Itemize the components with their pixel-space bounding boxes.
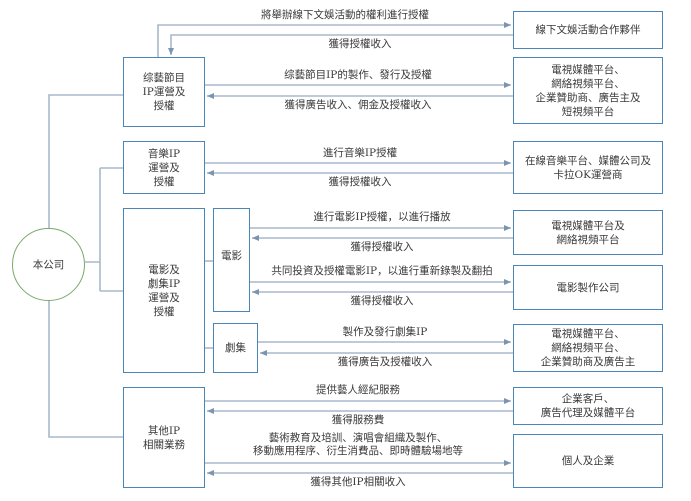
- flow-offline-in-line: [168, 34, 513, 55]
- company-label: 本公司: [32, 259, 65, 271]
- branch-music-film: [85, 167, 123, 292]
- partner-offline-events-label: 線下文娛活動合作夥伴: [535, 24, 641, 36]
- partner-corporate-clients-label: 企業客戶、 廣告代理及媒體平台: [540, 393, 636, 419]
- flow-drama-in-label: 獲得廣告及授權收入: [337, 356, 433, 368]
- partner-variety-platforms-box: 電視媒體平台、 網絡視頻平台、 企業贊助商、廣告主及 短視頻平台: [513, 57, 663, 124]
- flow-artist-in-label: 獲得服務費: [331, 414, 385, 426]
- flow-artist-out-label: 提供藝人經紀服務: [316, 384, 400, 396]
- segment-film-drama-box: 電影及 劇集IP 運營及 授權: [123, 208, 205, 373]
- segment-film-drama-label: 電影及 劇集IP 運營及 授權: [147, 263, 181, 318]
- segment-music-box: 音樂IP 運營及 授權: [123, 141, 205, 194]
- segment-drama-box: 劇集: [213, 323, 258, 373]
- flow-variety-in-label: 獲得廣告收入、佣金及授權收入: [284, 99, 432, 111]
- partner-individuals-label: 個人及企業: [561, 455, 615, 467]
- flow-film-in-label: 獲得授權收入: [350, 241, 414, 253]
- flow-music-out-label: 進行音樂IP授權: [322, 147, 398, 159]
- segment-music-label: 音樂IP 運營及 授權: [147, 147, 181, 188]
- segment-film-label: 電影: [221, 250, 242, 262]
- flow-offline-out-label: 將舉辦線下文娛活動的權利進行授權: [261, 9, 429, 21]
- flow-coinvest-out-label: 共同投資及授權電影IP，以進行重新錄製及翻拍: [271, 265, 493, 277]
- flow-offline-out-line: [157, 22, 511, 57]
- flow-music-in-label: 獲得授權收入: [328, 176, 392, 188]
- flow-coinvest-in-label: 獲得授權收入: [350, 295, 414, 307]
- trunk-top-line: [48, 94, 123, 228]
- partner-drama-platforms-label: 電視媒體平台、 網絡視頻平台、 企業贊助商及廣告主: [540, 328, 636, 368]
- flow-other-in-label: 獲得其他IP相關收入: [310, 476, 406, 488]
- partner-offline-events-box: 線下文娛活動合作夥伴: [513, 11, 663, 49]
- partner-individuals-box: 個人及企業: [513, 434, 663, 488]
- partner-variety-platforms-label: 電視媒體平台、 網絡視頻平台、 企業贊助商、廣告主及 短視頻平台: [535, 63, 641, 118]
- partner-film-platforms-label: 電視媒體平台及 網絡視頻平台: [551, 219, 625, 246]
- partner-film-production-label: 電影製作公司: [556, 281, 620, 294]
- partner-music-platforms-label: 在線音樂平台、媒體公司及 卡拉OK運營商: [525, 154, 651, 181]
- flow-film-out-label: 進行電影IP授權，以進行播放: [313, 211, 451, 223]
- partner-film-production-box: 電影製作公司: [513, 265, 663, 310]
- partner-drama-platforms-box: 電視媒體平台、 網絡視頻平台、 企業贊助商及廣告主: [513, 324, 663, 372]
- segment-drama-label: 劇集: [225, 342, 246, 354]
- segment-variety-label: 综藝節目 IP運營及 授權: [142, 72, 186, 112]
- segment-other-label: 其他IP 相關業務: [143, 424, 185, 451]
- flow-drama-out-label: 製作及發行劇集IP: [342, 326, 428, 338]
- partner-film-platforms-box: 電視媒體平台及 網絡視頻平台: [513, 210, 663, 255]
- partner-corporate-clients-box: 企業客戶、 廣告代理及媒體平台: [513, 387, 663, 425]
- partner-music-platforms-box: 在線音樂平台、媒體公司及 卡拉OK運營商: [513, 141, 663, 194]
- flow-variety-out-label: 综藝節目IP的製作、發行及授權: [284, 69, 432, 81]
- trunk-bottom-line: [48, 300, 123, 438]
- flow-offline-in-label: 獲得授權收入: [328, 38, 392, 50]
- flow-other-out-label: 藝術教育及培訓、演唱會組織及製作、 移動應用程序、衍生消費品、即時體驗場地等: [253, 432, 463, 457]
- company-node: 本公司: [12, 228, 85, 301]
- segment-other-box: 其他IP 相關業務: [123, 387, 205, 488]
- segment-variety-box: 综藝節目 IP運營及 授權: [123, 57, 205, 127]
- segment-film-box: 電影: [213, 208, 250, 312]
